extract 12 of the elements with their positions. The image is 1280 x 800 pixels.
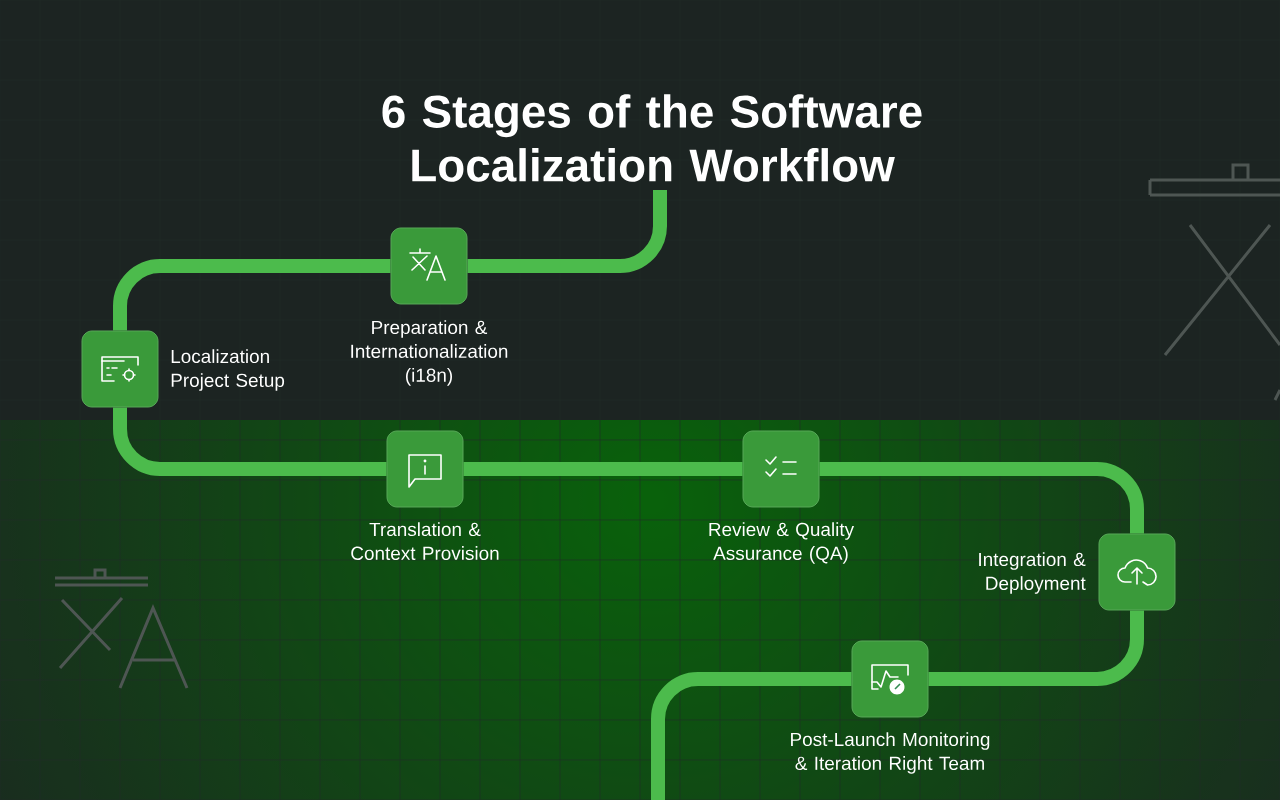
path-line [928, 610, 1144, 686]
path-line [463, 462, 743, 476]
step-label: Translation & Context Provision [351, 522, 499, 560]
path-line [819, 462, 1144, 534]
step-label: Localization Project Setup [171, 349, 285, 391]
path-line [651, 672, 852, 800]
step-label: Review & Quality Assurance (QA) [709, 522, 855, 564]
step-label: Integration & Deployment [979, 552, 1086, 594]
path-line [467, 190, 667, 273]
step-label: Preparation & Internationalization (i18n) [351, 320, 508, 386]
title: 6 Stages of the Software Localization Workflow [382, 94, 922, 182]
step-label: Post-Launch Monitoring & Iteration Right Team [791, 732, 990, 774]
